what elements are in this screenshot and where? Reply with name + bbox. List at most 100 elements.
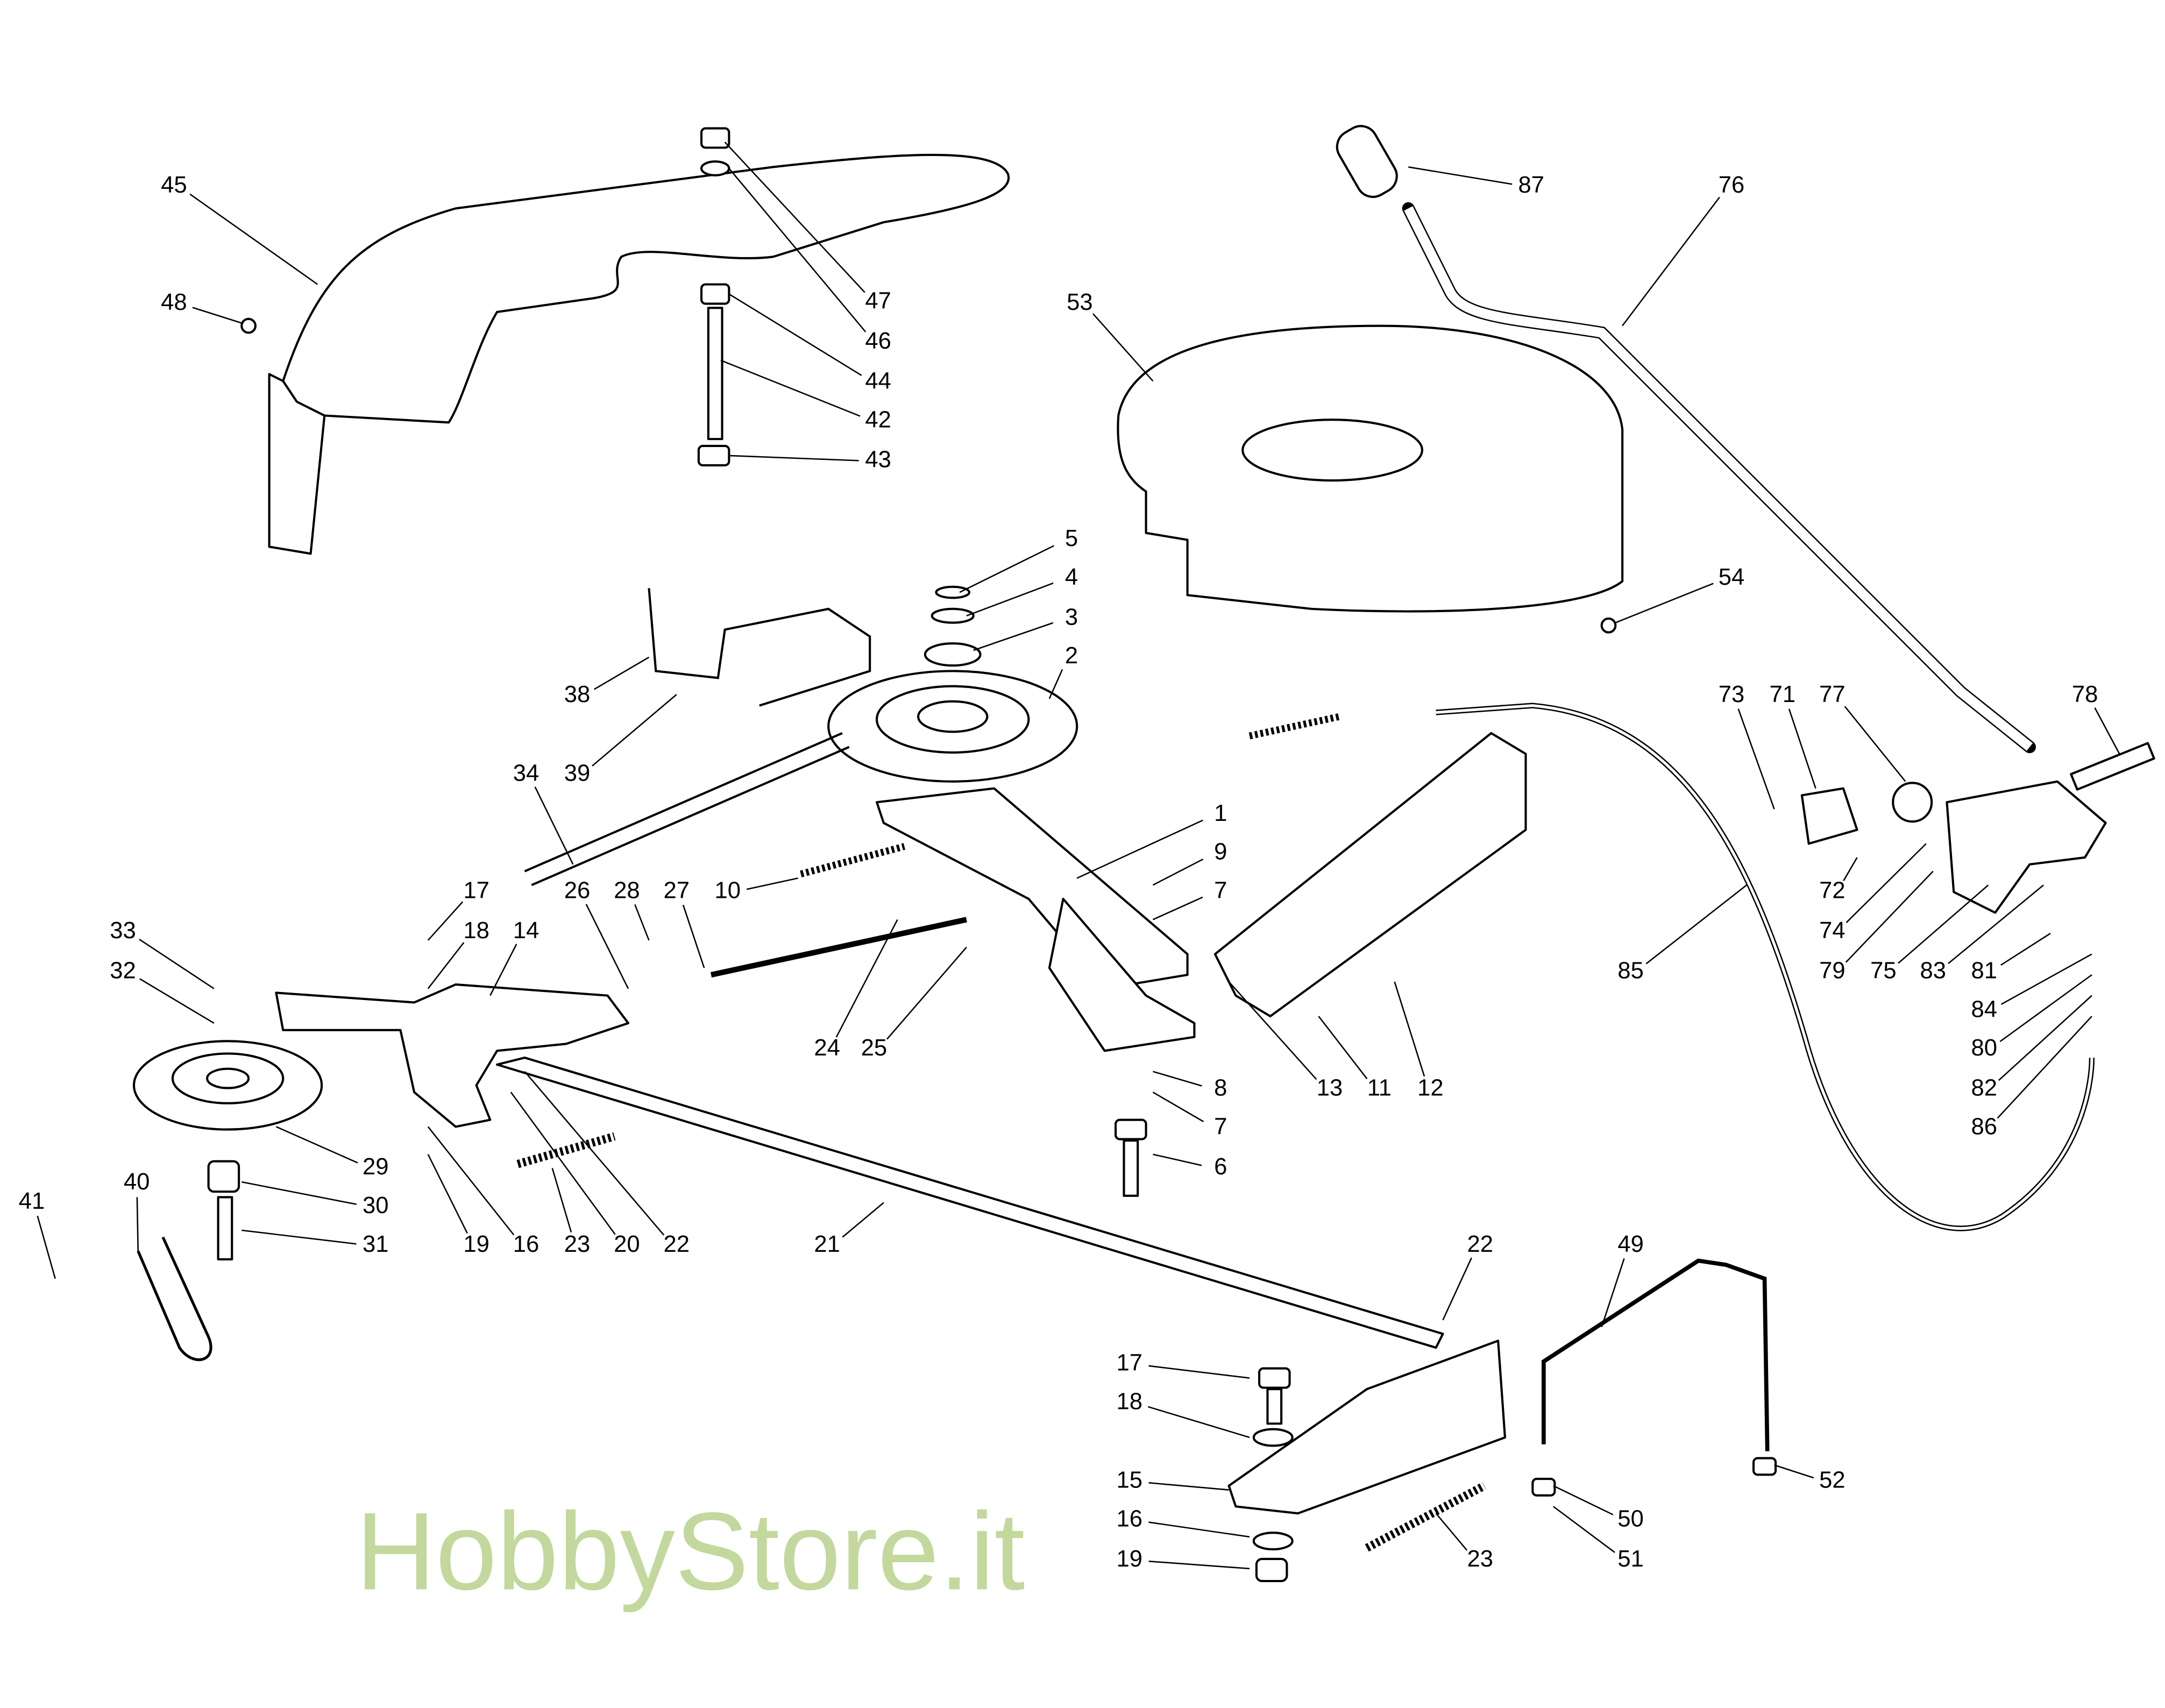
part-number-label: 44 (865, 368, 891, 394)
part-number-label: 19 (1117, 1546, 1143, 1572)
leader-line (1553, 1506, 1615, 1553)
part-number-label: 80 (1971, 1035, 1997, 1061)
part-number-label: 4 (1065, 564, 1078, 590)
leader-line (1845, 870, 1934, 963)
part-number-label: 76 (1719, 172, 1745, 198)
leader-line (1737, 708, 1775, 810)
leader-line (1998, 995, 2092, 1081)
leader-line (1092, 313, 1154, 382)
part-number-label: 7 (1214, 1114, 1227, 1140)
part-number-label: 52 (1819, 1468, 1845, 1493)
part-plate-15 (1227, 1340, 1507, 1515)
part-number-label: 81 (1971, 958, 1997, 984)
leader-line (139, 978, 215, 1024)
part-number-label: 19 (463, 1231, 489, 1257)
leader-line (1435, 1513, 1468, 1551)
part-number-label: 23 (1467, 1546, 1494, 1572)
part-number-label: 16 (513, 1231, 540, 1257)
part-cover-fold (282, 380, 325, 417)
part-number-label: 50 (1617, 1506, 1644, 1532)
part-bracket-11 (1213, 732, 1527, 1018)
part-main-pulley (827, 585, 1078, 783)
leader-line (1615, 583, 1714, 623)
part-number-label: 78 (2072, 682, 2098, 707)
part-number-label: 7 (1214, 878, 1227, 904)
part-number-label: 11 (1367, 1075, 1392, 1101)
part-screw-48 (240, 317, 257, 334)
part-number-label: 43 (865, 447, 891, 473)
leader-line (427, 901, 464, 941)
part-number-label: 47 (865, 288, 891, 314)
leader-line (746, 877, 798, 890)
part-number-label: 1 (1214, 800, 1227, 826)
leader-line (37, 1215, 56, 1279)
part-number-label: 12 (1417, 1075, 1444, 1101)
part-number-label: 18 (463, 918, 489, 944)
leader-line (1843, 857, 1858, 881)
leader-line (959, 545, 1054, 593)
part-number-label: 16 (1117, 1506, 1143, 1532)
leader-line (835, 919, 898, 1038)
part-spring-cable (1248, 713, 1340, 740)
part-number-label: 77 (1819, 682, 1845, 707)
part-number-label: 14 (513, 918, 540, 944)
leader-line (427, 942, 465, 989)
part-spring-23-b (1365, 1482, 1487, 1552)
leader-line (1999, 974, 2092, 1043)
part-number-label: 82 (1971, 1075, 1997, 1101)
part-number-label: 84 (1971, 996, 1997, 1022)
part-rod-24 (710, 917, 967, 978)
part-number-label: 13 (1317, 1075, 1343, 1101)
part-number-label: 73 (1719, 682, 1745, 707)
part-number-label: 9 (1214, 839, 1227, 865)
leader-line (1948, 884, 2044, 965)
leader-line (729, 455, 859, 462)
part-number-label: 23 (564, 1231, 591, 1257)
part-number-label: 87 (1518, 172, 1544, 198)
leader-line (1153, 1071, 1202, 1087)
leader-line (524, 1071, 665, 1236)
part-screw-54 (1600, 617, 1617, 634)
leader-line (728, 168, 867, 332)
leader-line (1845, 843, 1927, 923)
leader-line (728, 293, 862, 376)
part-number-label: 72 (1819, 878, 1845, 904)
leader-line (489, 944, 517, 996)
leader-line (1394, 981, 1425, 1077)
leader-line (192, 307, 242, 324)
part-lever-grip (1336, 125, 1398, 198)
leader-line (189, 193, 318, 285)
part-belt (524, 732, 850, 887)
leader-line (1148, 1560, 1250, 1570)
part-pulley-29 (132, 1040, 323, 1260)
leader-line (966, 582, 1054, 616)
part-number-label: 29 (363, 1154, 389, 1180)
part-number-label: 22 (664, 1231, 690, 1257)
part-number-label: 8 (1214, 1075, 1227, 1101)
part-hardware (1115, 742, 2155, 1583)
part-bolt-assembly (697, 127, 730, 466)
part-number-label: 21 (814, 1231, 840, 1257)
leader-line (682, 904, 705, 968)
leader-line (1076, 819, 1203, 879)
part-number-label: 41 (19, 1188, 45, 1214)
leader-line (275, 1126, 358, 1164)
leader-line (1152, 858, 1204, 886)
leader-line (1788, 708, 1816, 789)
leader-line (242, 1229, 357, 1245)
part-number-label: 45 (161, 172, 187, 198)
leader-line (1601, 1258, 1625, 1328)
leader-line (842, 1202, 884, 1238)
part-number-label: 40 (124, 1169, 150, 1195)
part-number-label: 83 (1920, 958, 1946, 984)
leader-line (1148, 1521, 1250, 1538)
part-number-label: 85 (1617, 958, 1644, 984)
leader-line (1408, 166, 1513, 185)
leader-line (1622, 196, 1720, 327)
part-number-label: 6 (1214, 1154, 1227, 1180)
leader-line (1553, 1485, 1614, 1515)
leader-line (534, 786, 574, 865)
